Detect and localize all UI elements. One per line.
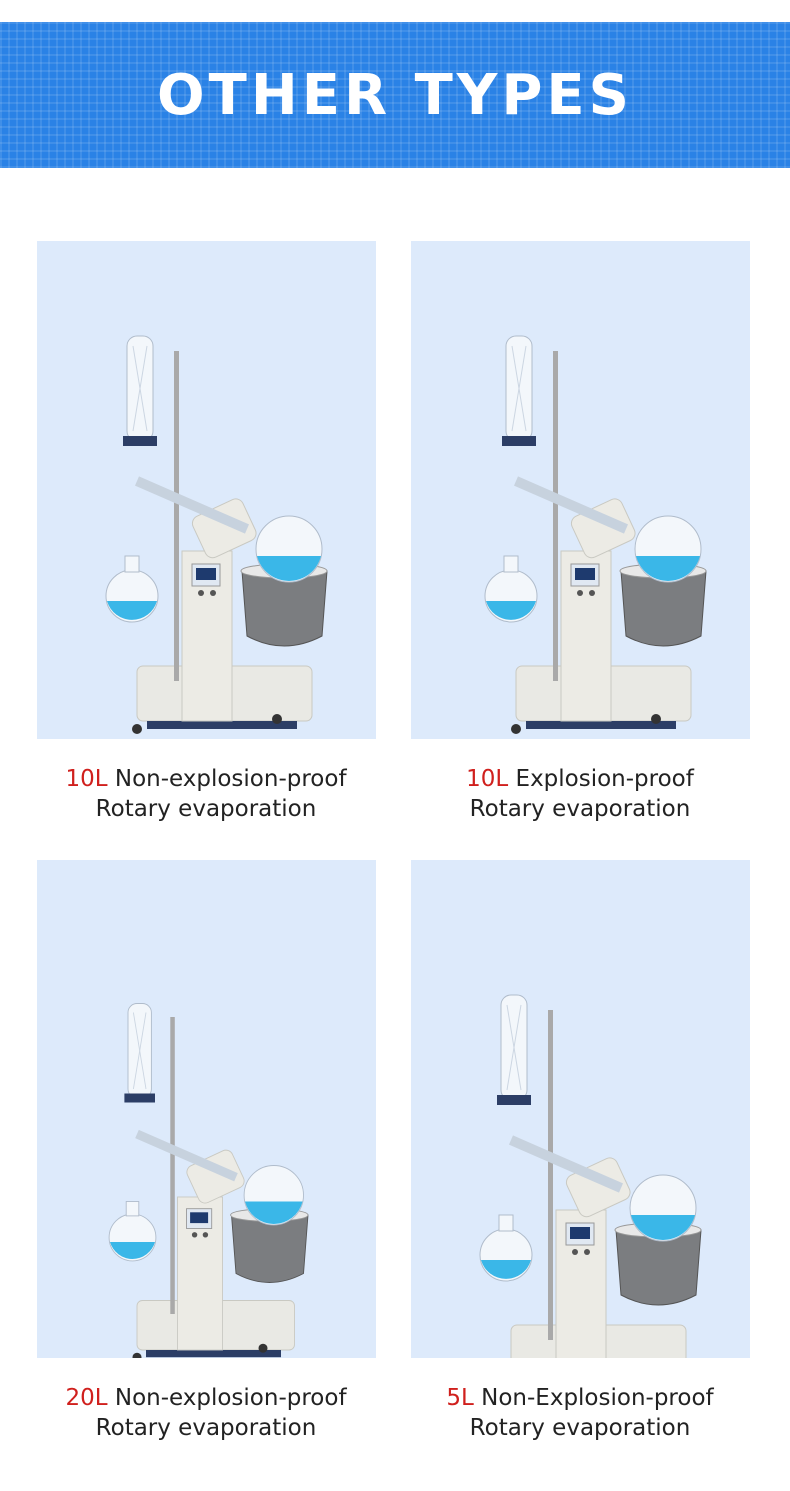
section-title: OTHER TYPES [157,62,633,128]
product-size: 5L [446,1385,474,1411]
product-image-3 [37,860,376,1358]
product-caption-2: 10L Explosion-proof Rotary evaporation [390,764,770,824]
product-caption-3: 20L Non-explosion-proof Rotary evaporati… [16,1383,396,1443]
product-type: Non-Explosion-proof [481,1385,714,1411]
product-type: Explosion-proof [515,766,694,792]
product-size: 20L [65,1385,108,1411]
product-type: Non-explosion-proof [114,1385,347,1411]
product-name: Rotary evaporation [95,796,317,822]
product-size: 10L [65,766,108,792]
product-size: 10L [466,766,509,792]
product-name: Rotary evaporation [469,796,691,822]
product-caption-1: 10L Non-explosion-proof Rotary evaporati… [16,764,396,824]
product-image-1 [37,241,376,739]
section-banner: OTHER TYPES [0,22,790,168]
product-type: Non-explosion-proof [114,766,347,792]
product-image-2 [411,241,750,739]
product-image-4 [411,860,750,1358]
product-name: Rotary evaporation [95,1415,317,1441]
product-name: Rotary evaporation [469,1415,691,1441]
product-caption-4: 5L Non-Explosion-proof Rotary evaporatio… [390,1383,770,1443]
